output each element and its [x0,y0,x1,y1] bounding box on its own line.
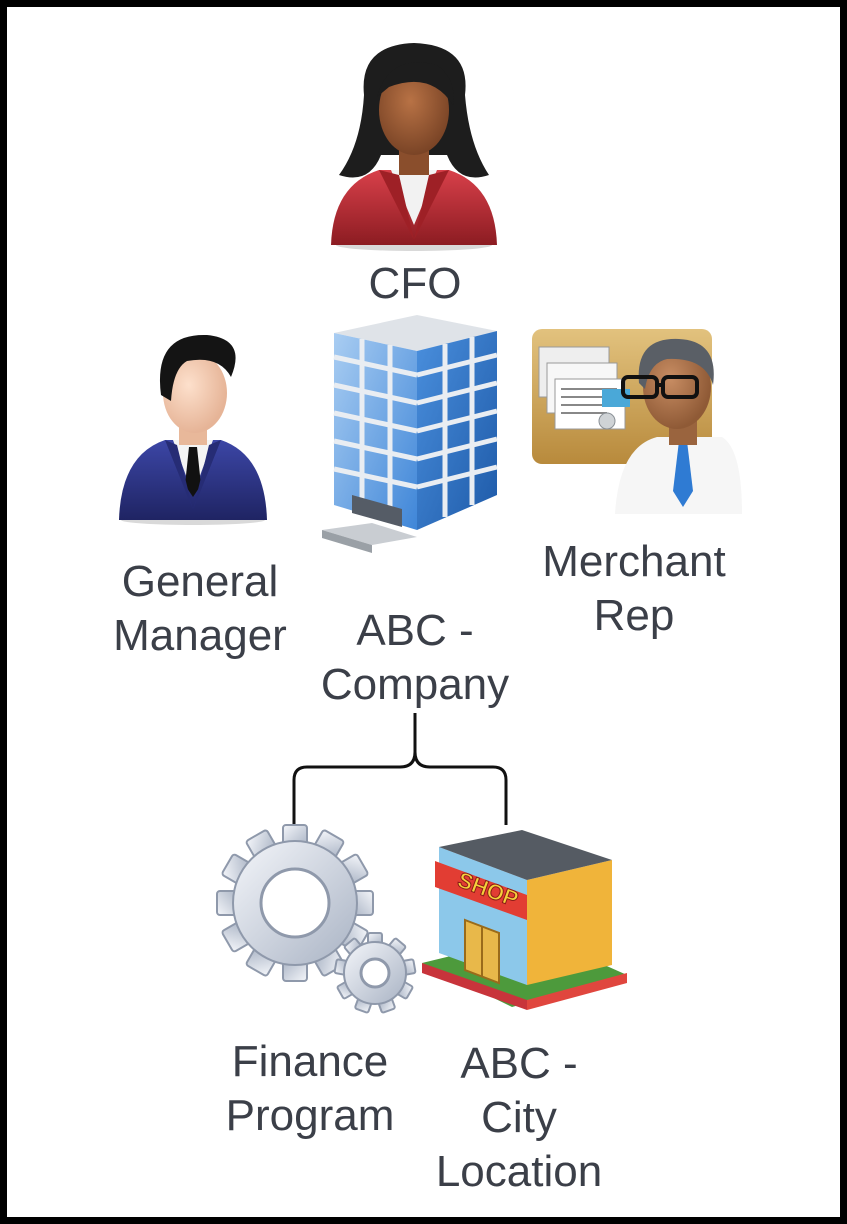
connector-line [292,713,417,825]
shop-icon: SHOP [422,830,627,1010]
gears-icon [216,824,417,1014]
finance-program-label: Finance Program [225,1037,395,1140]
office-building-icon [322,315,498,553]
general-manager-label: General Manager [113,557,287,660]
cfo-label: CFO [368,259,462,308]
businessman-icon [119,334,267,525]
businesswoman-icon [331,43,497,251]
merchant-rep-label: Merchant Rep [542,537,726,640]
merchant-rep-icon [532,329,742,514]
company-label: ABC - Company [320,606,510,709]
city-location-label: ABC - City Location [435,1039,603,1196]
connector-bracket [292,713,508,825]
connector-line [413,751,508,825]
